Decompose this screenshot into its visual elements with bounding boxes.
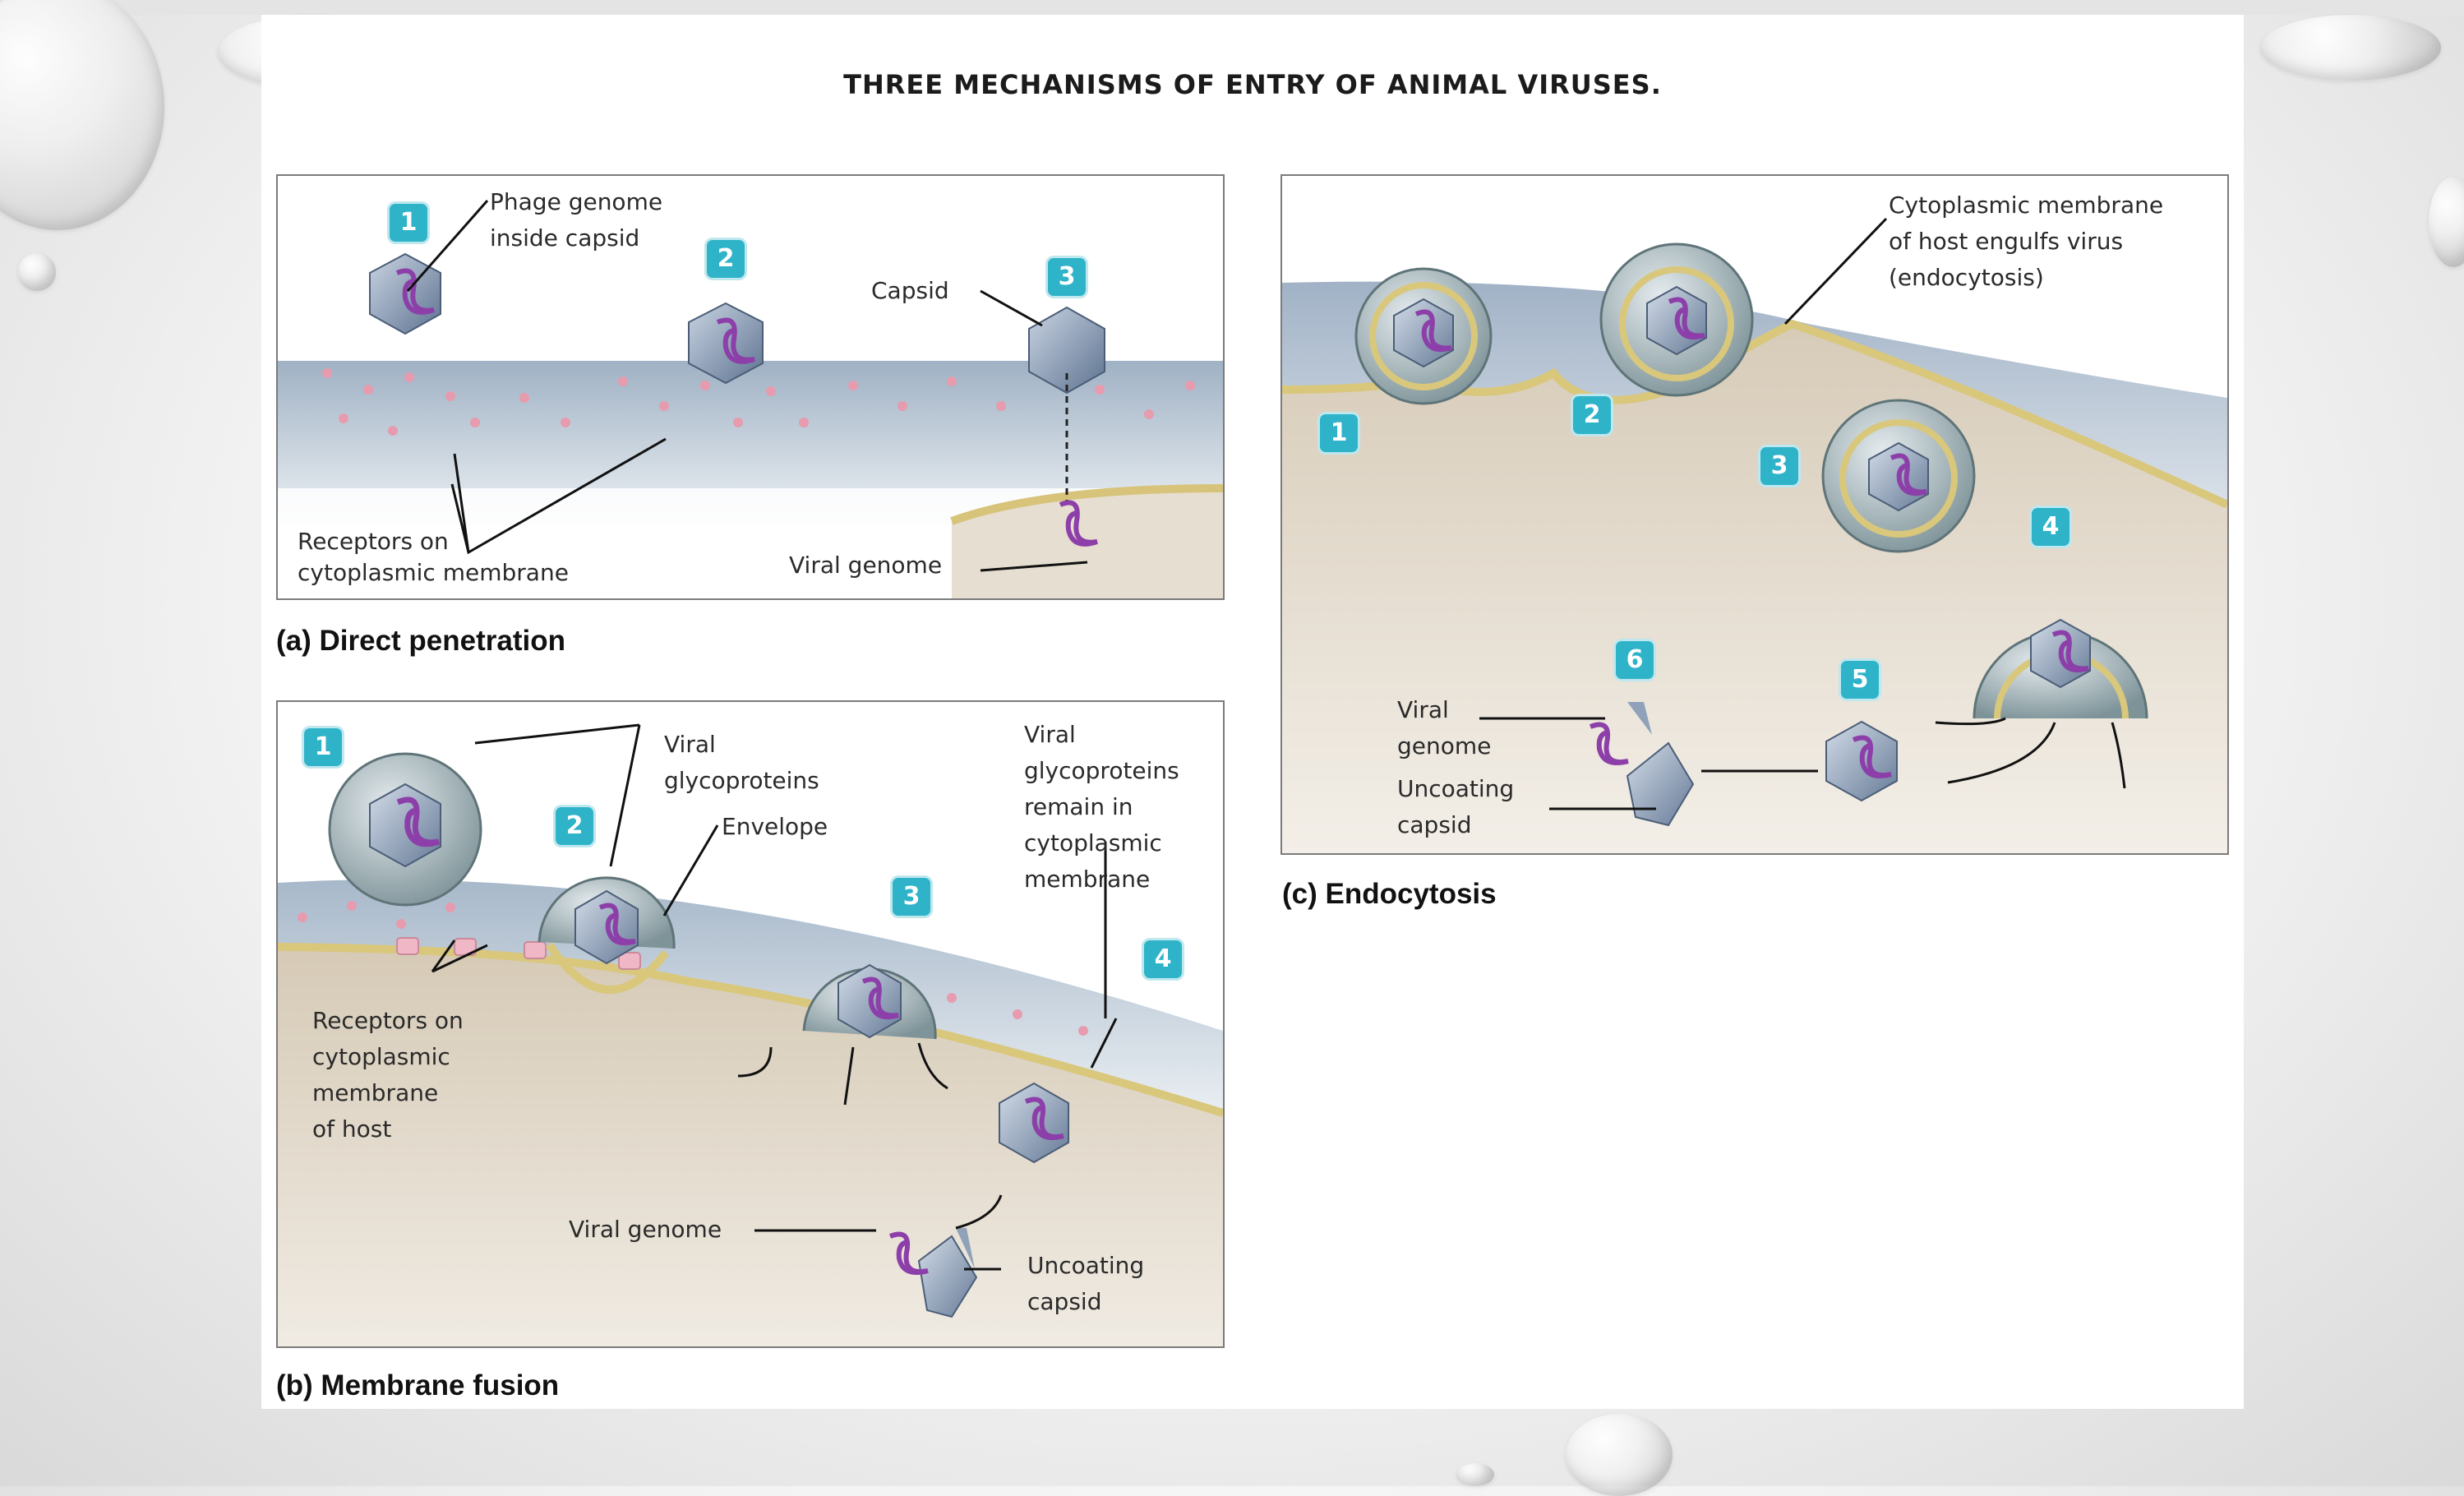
membrane-bilayer (278, 943, 1223, 1117)
free-capsid (999, 1082, 1069, 1164)
step-badge-5: 5 (1841, 661, 1879, 699)
label-line: genome (1397, 732, 1492, 760)
panel-membrane-fusion: 1 2 3 4 Viral glycoproteins Envelope Vir… (276, 700, 1225, 1348)
vesicle-step-1 (1354, 267, 1493, 405)
label-viral-genome: Viral genome (569, 1216, 722, 1243)
caption-membrane-fusion: (b) Membrane fusion (276, 1369, 560, 1401)
step-badge-6: 6 (1616, 641, 1654, 679)
bubble-decoration (2260, 15, 2441, 81)
step-badge-2: 2 (707, 240, 745, 278)
panel-a-illustration (278, 200, 1223, 598)
panel-c-illustration (1282, 217, 2227, 853)
label-line: membrane (1024, 866, 1151, 893)
step-badge-1: 1 (304, 728, 342, 766)
label-line: inside capsid (490, 224, 640, 252)
label-line: of host engulfs virus (1889, 228, 2124, 255)
vesicle-step-4 (1973, 618, 2148, 719)
leader-lines-and-arrows (431, 723, 1118, 1271)
step-badge-3: 3 (1048, 258, 1086, 296)
bubble-decoration (1566, 1414, 1673, 1496)
label-phage-genome: Phage genome inside capsid (490, 184, 662, 256)
panel-b-illustration (278, 723, 1223, 1346)
label-host-engulfs-virus: Cytoplasmic membrane of host engulfs vir… (1889, 187, 2163, 296)
uncoating-capsid (888, 1228, 978, 1318)
vesicle-step-3 (1821, 399, 1976, 553)
receptor-pads (396, 937, 641, 970)
label-line: capsid (1027, 1288, 1102, 1315)
label-line: Viral (1397, 696, 1449, 723)
capsid-step-3 (1028, 306, 1105, 547)
label-line: glycoproteins (1024, 757, 1179, 784)
label-line: membrane (312, 1079, 439, 1106)
step-badge-4: 4 (2032, 508, 2069, 546)
label-envelope: Envelope (722, 813, 828, 840)
label-line: Cytoplasmic membrane (1889, 192, 2164, 219)
caption-endocytosis: (c) Endocytosis (1282, 878, 1497, 910)
label-uncoating-capsid: Uncoating capsid (1397, 771, 1514, 843)
label-line: cytoplasmic (1024, 829, 1162, 857)
step-badge-1: 1 (1320, 414, 1358, 452)
label-line: Uncoating (1027, 1252, 1145, 1279)
label-line: Receptors on (312, 1007, 464, 1034)
leader-lines-and-arrows (1479, 217, 2126, 810)
label-line: of host (312, 1115, 392, 1143)
label-line: capsid (1397, 811, 1472, 838)
bubble-decoration (2429, 177, 2464, 267)
membrane-bilayer (950, 484, 1223, 525)
bubble-decoration (1456, 1463, 1494, 1486)
label-line: cytoplasmic membrane (298, 559, 569, 586)
label-glycoproteins-remain: Viral glycoproteins remain in cytoplasmi… (1024, 717, 1179, 898)
label-capsid: Capsid (871, 277, 949, 304)
step-badge-2: 2 (1573, 396, 1611, 434)
slide-title: THREE MECHANISMS OF ENTRY OF ANIMAL VIRU… (843, 69, 1662, 100)
panel-endocytosis: 1 2 3 4 5 6 Cytoplasmic membrane of host… (1280, 174, 2229, 855)
step-badge-1: 1 (390, 204, 427, 242)
top-bar (0, 0, 2464, 15)
bubble-decoration (0, 0, 164, 230)
label-uncoating-capsid: Uncoating capsid (1027, 1248, 1144, 1320)
fusing-virus-step-2 (538, 876, 676, 995)
panel-direct-penetration: 1 2 3 Phage genome inside capsid Capsid … (276, 174, 1225, 600)
enveloped-virus-step-1 (328, 752, 482, 907)
step-badge-3: 3 (1760, 447, 1798, 485)
bubble-decoration (18, 253, 56, 291)
label-viral-genome: Viral genome (789, 552, 943, 579)
vesicle-step-2 (1599, 242, 1754, 397)
label-line: (endocytosis) (1889, 264, 2044, 291)
label-line: cytoplasmic (312, 1043, 450, 1070)
label-line: Receptors on (298, 528, 449, 555)
step-badge-3: 3 (893, 878, 930, 916)
label-receptors-host: Receptors on cytoplasmic membrane of hos… (312, 1003, 464, 1147)
label-line: glycoproteins (664, 767, 819, 794)
capsid-step-5 (1825, 720, 1898, 802)
step-badge-4: 4 (1144, 940, 1182, 978)
label-receptors: Receptors on cytoplasmic membrane (298, 526, 569, 589)
receptor-dots (322, 368, 1195, 436)
label-line: Phage genome (490, 188, 663, 215)
caption-direct-penetration: (a) Direct penetration (276, 625, 565, 657)
label-line: Uncoating (1397, 775, 1515, 802)
cytoplasm (1282, 324, 2227, 853)
label-line: Viral (664, 731, 716, 758)
slide: THREE MECHANISMS OF ENTRY OF ANIMAL VIRU… (261, 15, 2244, 1409)
label-viral-genome: Viral genome (1397, 692, 1491, 764)
label-viral-glycoproteins: Viral glycoproteins (664, 727, 819, 799)
label-line: Viral (1024, 721, 1076, 748)
capsid-step-2 (688, 302, 764, 385)
step-badge-2: 2 (556, 807, 593, 845)
uncoating-step-6 (1589, 702, 1695, 827)
fusing-virus-step-3 (802, 963, 937, 1040)
leader-lines (406, 200, 1088, 572)
label-line: remain in (1024, 793, 1133, 820)
